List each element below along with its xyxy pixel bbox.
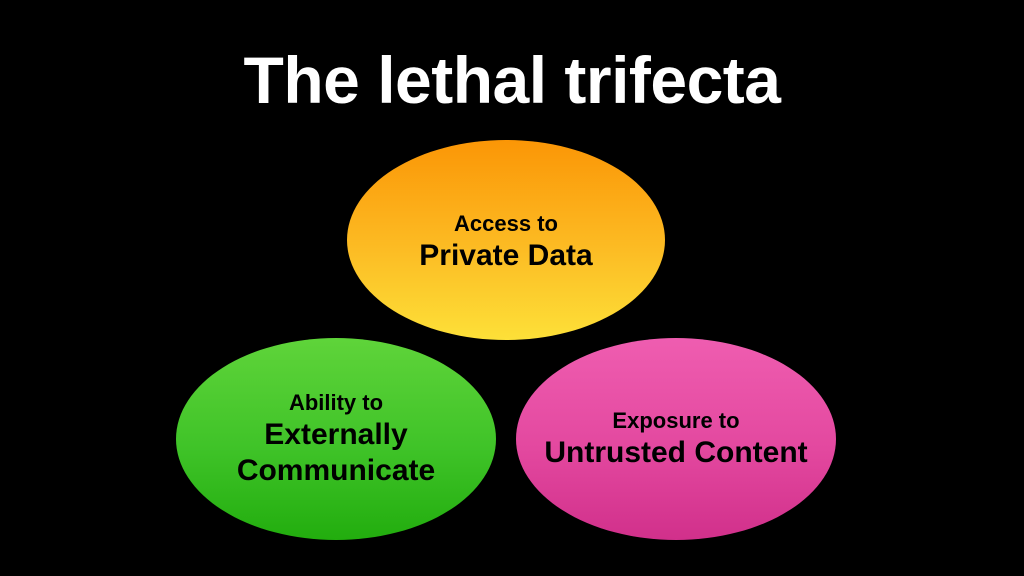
slide-title: The lethal trifecta [243,43,781,117]
ellipse-label-big: Private Data [419,239,593,272]
ellipse-untrusted-content: Exposure to Untrusted Content [516,338,836,540]
ellipse-label-small: Exposure to [612,408,740,433]
ellipse-label-big: Untrusted Content [544,436,808,469]
ellipse-label-small: Access to [454,211,558,236]
ellipse-label-small: Ability to [288,390,384,415]
ellipse-external-communication: Ability to Externally Communicate [176,338,496,540]
ellipse-private-data: Access to Private Data [347,140,665,340]
ellipse-label-big: Externally [264,418,408,451]
ellipse-label-big: Communicate [236,454,436,487]
